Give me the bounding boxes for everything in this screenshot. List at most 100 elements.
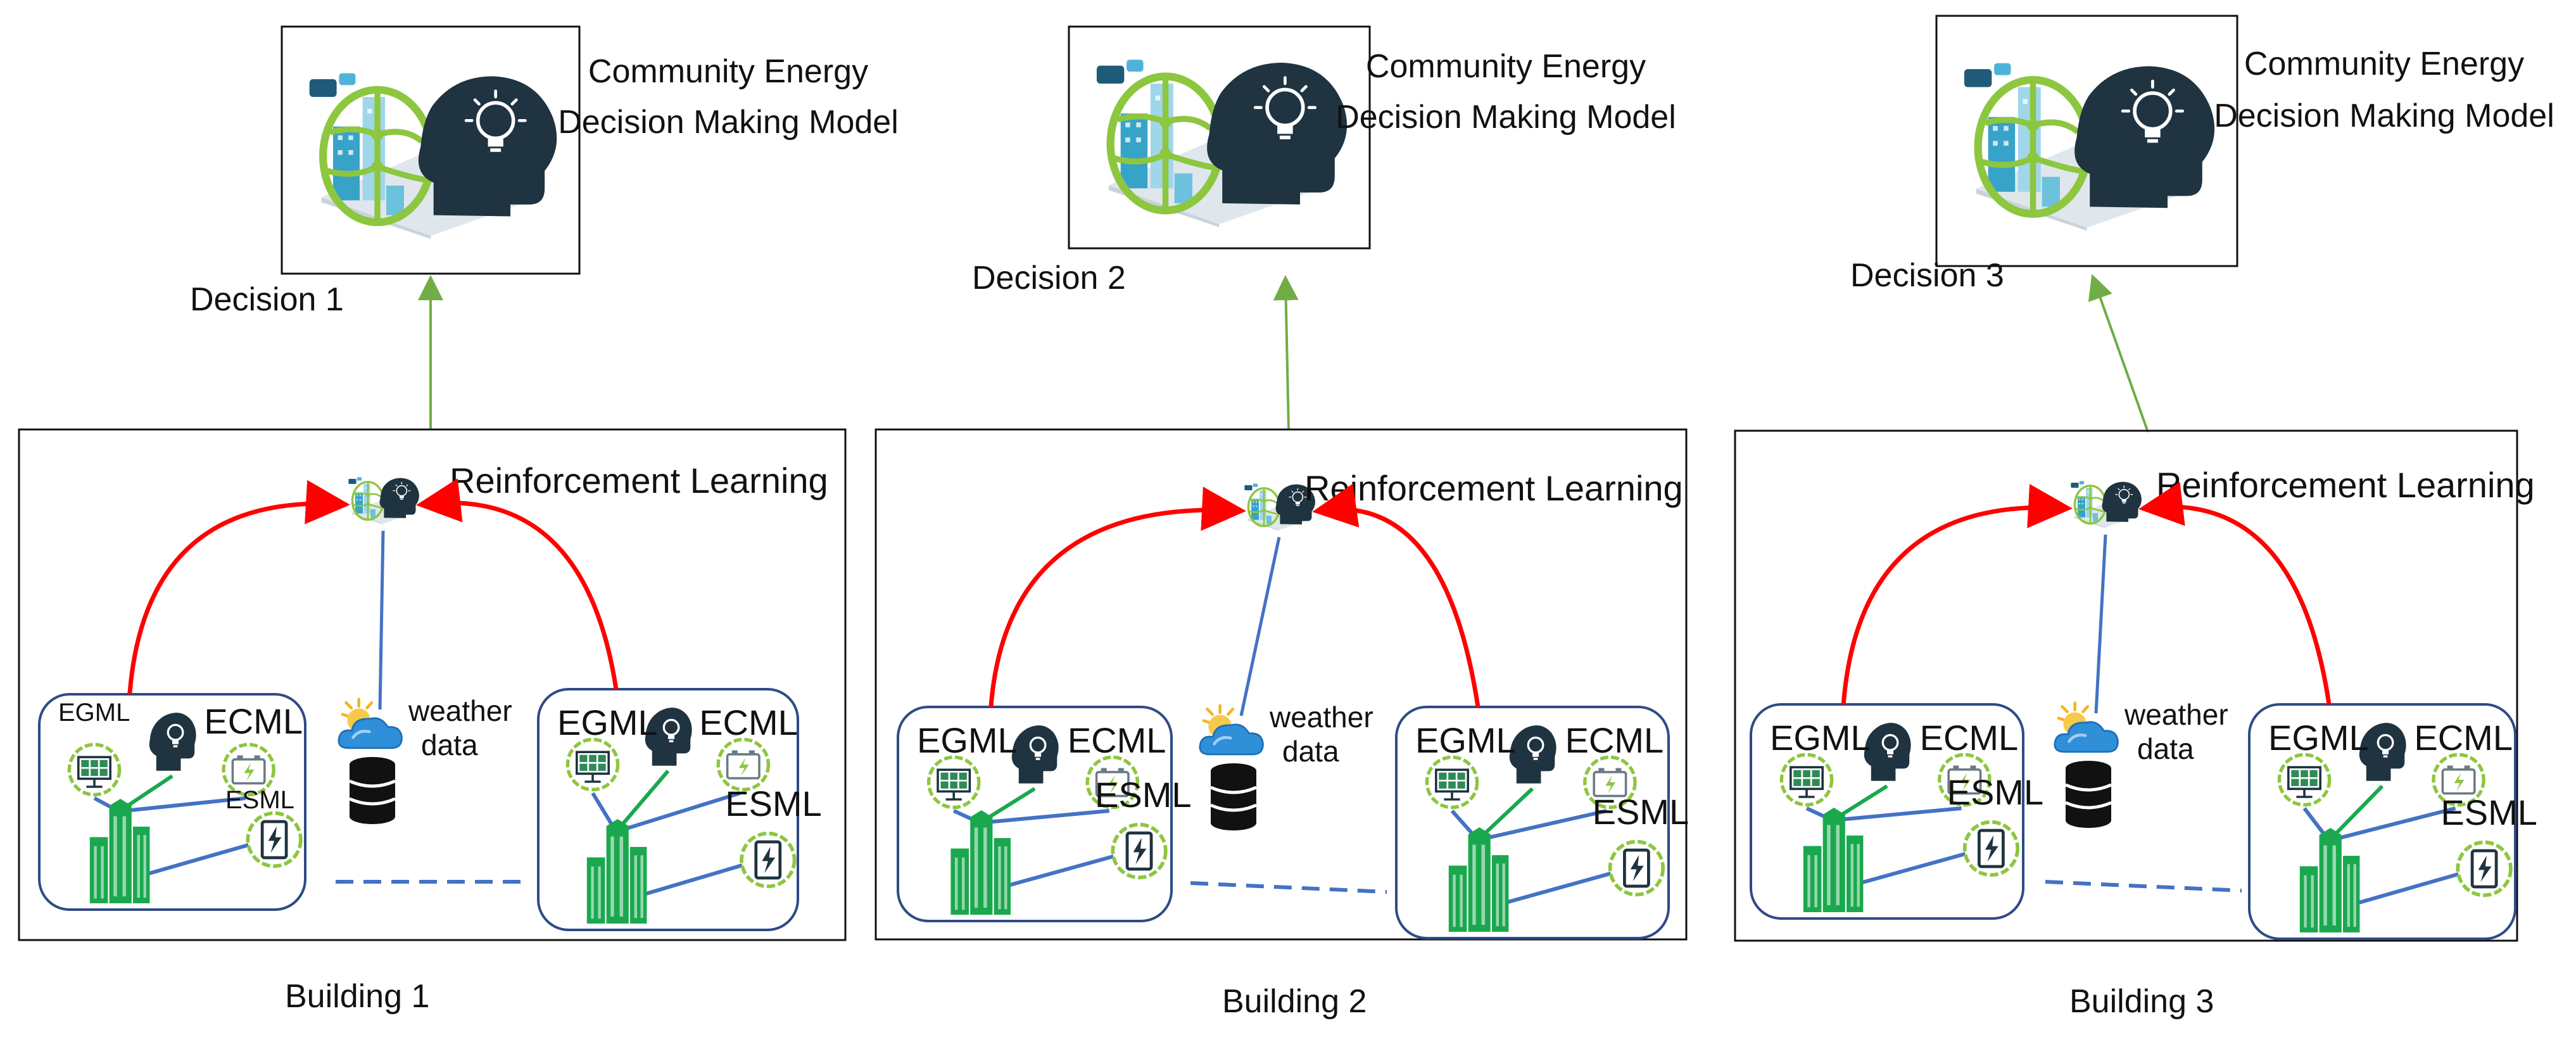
decision-label: Decision 3 xyxy=(1850,257,2004,294)
weather-data-label: data xyxy=(1282,735,1339,768)
storage-icon xyxy=(248,813,301,867)
solar-panel-icon xyxy=(69,744,119,794)
egml-label: EGML xyxy=(2268,718,2369,758)
weather-label: weather xyxy=(2124,698,2228,731)
battery-icon xyxy=(718,739,768,789)
solar-panel-icon xyxy=(1781,754,1831,804)
link-battery xyxy=(2328,806,2456,842)
sun-cloud-icon xyxy=(1200,706,1263,754)
weather-data-label: data xyxy=(421,728,478,761)
head-bulb-icon xyxy=(1508,724,1558,785)
link-head xyxy=(614,770,670,833)
feedback-arrow-right xyxy=(2138,481,2332,705)
head-bulb-icon xyxy=(1862,722,1912,782)
sun-cloud-icon xyxy=(2055,703,2118,752)
building-icon xyxy=(950,810,1011,915)
weather-label: weather xyxy=(408,694,512,727)
model-title-line1: Community Energy xyxy=(1366,48,1646,85)
building-icon xyxy=(89,799,150,903)
building-box xyxy=(1734,429,2518,942)
solar-panel-icon xyxy=(567,739,617,789)
egml-label: EGML xyxy=(58,699,130,727)
feedback-arrow-right xyxy=(416,478,619,690)
storage-icon xyxy=(1113,825,1166,878)
egml-label: EGML xyxy=(557,703,658,742)
solar-panel-icon xyxy=(1427,757,1477,807)
feedback-arrow-left xyxy=(988,486,1246,708)
feedback-arrow-right xyxy=(1312,483,1481,708)
storage-icon xyxy=(1965,822,2018,875)
building-icon xyxy=(2299,828,2360,932)
model-title-line2: Decision Making Model xyxy=(558,104,899,141)
rl-data-link xyxy=(2094,534,2107,714)
cluster-box xyxy=(897,706,1173,922)
head-bulb-icon xyxy=(1010,724,1060,785)
building-label: Building 2 xyxy=(1222,983,1367,1020)
cluster-box xyxy=(38,693,306,911)
storage-icon xyxy=(1610,842,1664,895)
weather-data-label: data xyxy=(2137,732,2194,765)
rl-label: Reinforcement Learning xyxy=(2156,465,2535,505)
head-bulb-icon xyxy=(148,711,198,772)
esml-label: ESML xyxy=(725,784,822,823)
ecml-label: ECML xyxy=(1068,720,1166,760)
rl-label: Reinforcement Learning xyxy=(1304,468,1683,508)
link-storage xyxy=(641,863,745,897)
decision-arrow xyxy=(2088,274,2149,433)
solar-panel-icon xyxy=(2279,754,2329,804)
egml-label: EGML xyxy=(1770,718,1871,758)
cluster-box xyxy=(1395,706,1670,939)
feedback-arrow-left xyxy=(1841,483,2073,705)
link-storage xyxy=(2354,872,2461,906)
link-battery xyxy=(616,791,741,834)
feedback-arrow-left xyxy=(127,480,350,695)
cluster-dashed-link xyxy=(2045,880,2242,893)
link-battery xyxy=(980,809,1110,825)
ecml-label: ECML xyxy=(1920,718,2019,758)
model-title-line2: Decision Making Model xyxy=(1335,99,1676,136)
link-storage xyxy=(1503,871,1613,905)
esml-label: ESML xyxy=(1947,772,2044,812)
egml-label: EGML xyxy=(1415,720,1516,760)
building-icon xyxy=(1803,808,1864,912)
cluster-left: EGML ECML ESML xyxy=(1750,703,2044,920)
link-battery xyxy=(1477,809,1608,842)
cluster-left: EGML ECML ESML xyxy=(897,706,1192,922)
link-storage xyxy=(144,842,251,877)
model-title-line2: Decision Making Model xyxy=(2214,98,2554,134)
egml-label: EGML xyxy=(917,720,1018,760)
link-battery xyxy=(1832,806,1962,822)
decision-arrow xyxy=(1273,275,1299,430)
building-box xyxy=(18,428,847,941)
sun-cloud-icon xyxy=(339,699,402,748)
link-head xyxy=(2327,784,2384,842)
rl-icon xyxy=(348,477,419,524)
ecml-label: ECML xyxy=(699,703,798,742)
decision-label: Decision 2 xyxy=(972,260,1126,296)
weather-label: weather xyxy=(1269,701,1373,734)
link-battery xyxy=(118,796,246,813)
database-icon xyxy=(350,757,395,824)
model-title-line1: Community Energy xyxy=(588,53,868,90)
rl-label: Reinforcement Learning xyxy=(450,461,828,500)
database-icon xyxy=(1211,763,1256,830)
rl-data-link xyxy=(378,530,385,710)
ecml-label: ECML xyxy=(1565,720,1664,760)
decision-label: Decision 1 xyxy=(190,281,344,318)
esml-label: ESML xyxy=(1095,775,1192,815)
link-head xyxy=(1476,787,1534,842)
esml-label: ESML xyxy=(225,786,294,814)
esml-label: ESML xyxy=(2440,792,2537,832)
storage-icon xyxy=(2458,842,2511,896)
building-box xyxy=(874,428,1688,941)
storage-icon xyxy=(742,834,795,887)
link-storage xyxy=(1857,851,1968,886)
building-icon xyxy=(586,819,647,924)
cluster-box xyxy=(537,688,799,931)
